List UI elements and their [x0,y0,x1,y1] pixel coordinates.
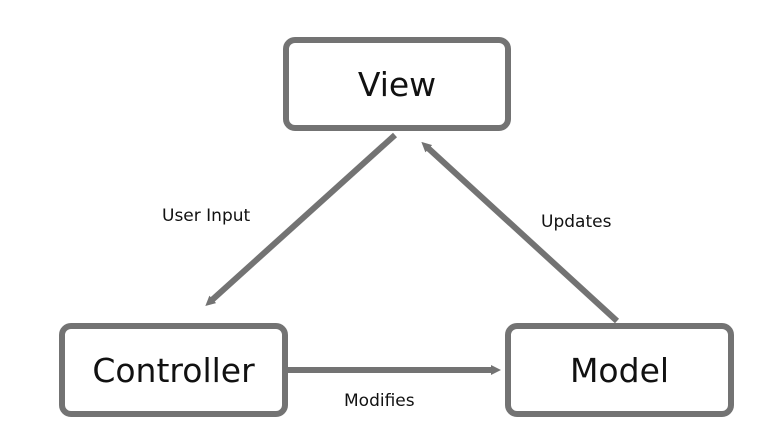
updates-edge-label: Updates [541,212,612,232]
model-node: Model [505,323,734,417]
modifies-edge-label: Modifies [344,391,415,411]
model-label: Model [569,350,670,390]
arrow-model-to-view [421,141,620,324]
user-input-edge-label: User Input [162,206,251,226]
arrow-view-to-controller [205,132,398,307]
view-label: View [357,64,437,104]
view-node: View [283,37,511,131]
controller-label: Controller [92,350,255,390]
controller-node: Controller [59,323,288,417]
